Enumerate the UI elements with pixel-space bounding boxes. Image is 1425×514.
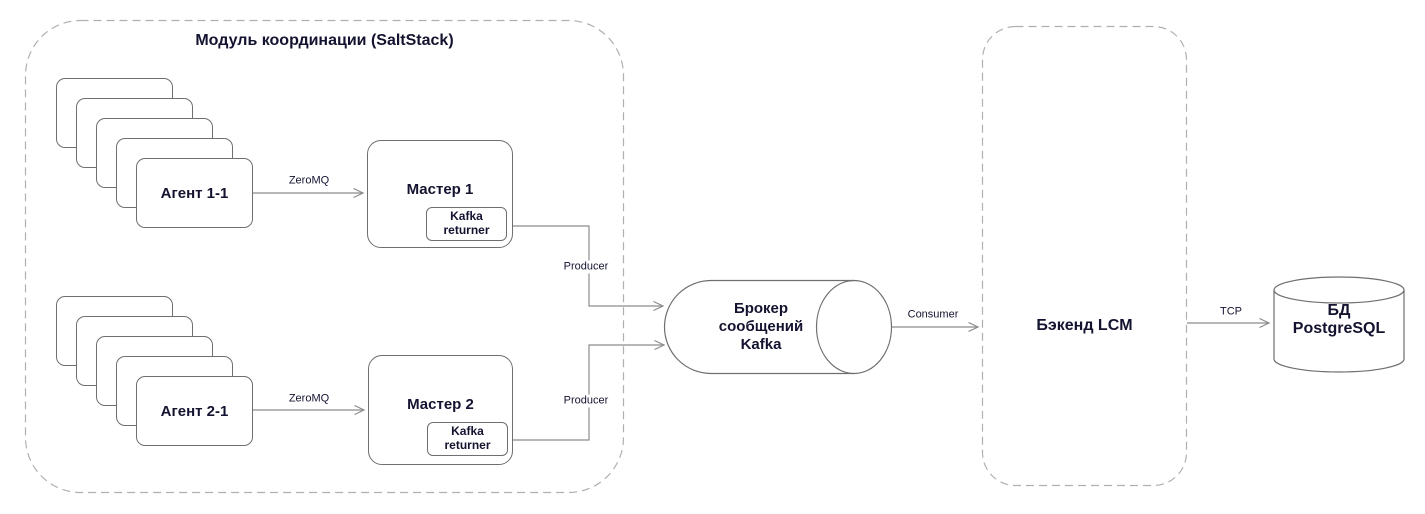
master-1-label: Мастер 1: [406, 181, 474, 198]
backend-lcm-box: [981, 25, 1188, 487]
kafka-returner-2-node: Kafka returner: [427, 422, 508, 456]
edge-label-tcp: TCP: [1218, 305, 1244, 319]
agent-stack-2-front-card: Агент 2-1: [136, 376, 253, 446]
master-2-label: Мастер 2: [407, 396, 474, 413]
agent-stack-2: Агент 2-1: [56, 296, 255, 448]
producer-connector-2: [510, 339, 666, 441]
kafka-broker-shape: [663, 279, 893, 375]
backend-lcm-label: Бэкенд LCM: [1036, 317, 1133, 334]
agent-stack-1-front-card: Агент 1-1: [136, 158, 253, 228]
edge-label-zeromq-1: ZeroMQ: [286, 174, 332, 188]
coordination-module-title: Модуль координации (SaltStack): [195, 32, 454, 49]
master-2-node: Мастер 2 Kafka returner: [368, 355, 513, 465]
postgresql-db-label: БД PostgreSQL: [1292, 302, 1386, 337]
agent-1-1-label: Агент 1-1: [160, 184, 229, 202]
master-1-node: Мастер 1 Kafka returner: [367, 140, 513, 248]
edge-label-producer-1: Producer: [561, 260, 611, 274]
kafka-returner-1-node: Kafka returner: [426, 207, 507, 241]
coordination-module-box: [24, 19, 625, 494]
kafka-broker-label: Брокер сообщений Kafka: [718, 300, 804, 353]
edge-label-producer-2: Producer: [561, 394, 611, 408]
postgresql-db-shape: [1273, 276, 1405, 373]
agent-stack-1: Агент 1-1: [56, 78, 255, 230]
agent-2-1-label: Агент 2-1: [160, 402, 229, 420]
edge-label-zeromq-2: ZeroMQ: [286, 392, 332, 406]
edge-label-consumer: Consumer: [905, 308, 961, 322]
